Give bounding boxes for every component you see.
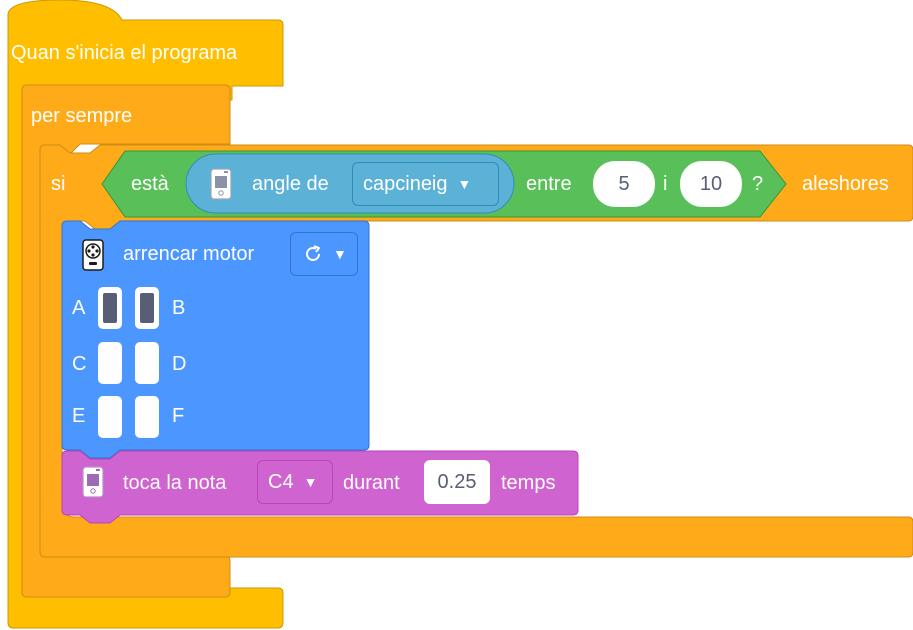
- port-b-selected-fill: [140, 293, 154, 323]
- hat-block-label: Quan s'inicia el programa: [11, 42, 238, 64]
- port-b-label: B: [172, 297, 186, 319]
- port-f-toggle[interactable]: [135, 396, 159, 438]
- note-dropdown[interactable]: C4 ▼: [257, 460, 333, 504]
- for-label: durant: [343, 472, 400, 494]
- motor-start-label: arrencar motor: [123, 243, 255, 265]
- is-label: està: [131, 173, 169, 195]
- between-label: entre: [526, 173, 572, 195]
- if-label: si: [51, 173, 66, 195]
- beats-label: temps: [501, 472, 556, 494]
- hub-icon: [82, 466, 104, 498]
- port-c-label: C: [72, 353, 87, 375]
- chevron-down-icon: ▼: [303, 474, 318, 490]
- port-a-selected-fill: [103, 293, 117, 323]
- beats-input[interactable]: 0.25: [424, 460, 490, 504]
- chevron-down-icon: ▼: [333, 246, 347, 262]
- and-label: i: [663, 173, 668, 195]
- port-d-toggle[interactable]: [135, 342, 159, 384]
- port-e-toggle[interactable]: [98, 396, 122, 438]
- axis-dropdown[interactable]: capcineig ▼: [352, 162, 499, 206]
- port-b-toggle[interactable]: [135, 287, 159, 329]
- play-note-label: toca la nota: [123, 472, 227, 494]
- forever-block-label: per sempre: [31, 105, 133, 127]
- high-value-input[interactable]: 10: [680, 161, 742, 207]
- clockwise-arrow-icon: [306, 245, 320, 261]
- angle-label: angle de: [252, 173, 329, 195]
- low-value-input[interactable]: 5: [593, 161, 655, 207]
- note-dropdown-value: C4: [268, 470, 294, 493]
- port-f-label: F: [172, 405, 185, 427]
- then-label: aleshores: [802, 173, 889, 195]
- question-label: ?: [752, 173, 764, 195]
- port-c-toggle[interactable]: [98, 342, 122, 384]
- port-d-label: D: [172, 353, 187, 375]
- axis-dropdown-value: capcineig: [363, 172, 448, 195]
- port-a-label: A: [72, 297, 86, 319]
- port-a-toggle[interactable]: [98, 287, 122, 329]
- chevron-down-icon: ▼: [457, 176, 472, 192]
- port-e-label: E: [72, 405, 86, 427]
- hub-icon: [210, 168, 232, 200]
- motor-icon: [82, 239, 104, 271]
- direction-dropdown[interactable]: ▼: [290, 232, 358, 276]
